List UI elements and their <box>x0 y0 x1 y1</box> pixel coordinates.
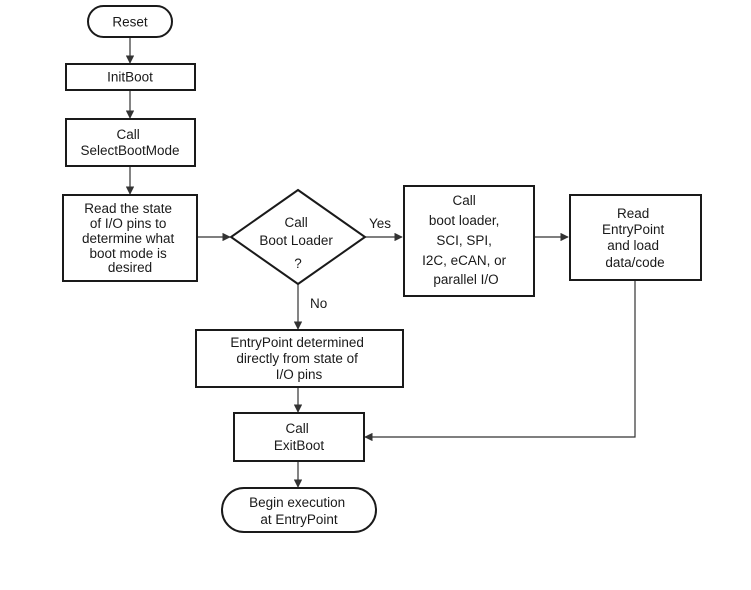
node-begin-execution: Begin execution at EntryPoint <box>221 487 377 533</box>
node-entry-point-direct-shape <box>195 329 404 388</box>
node-read-io-state-label: Read the state of I/O pins to determine … <box>82 201 178 275</box>
node-entry-point-direct: EntryPoint determined directly from stat… <box>195 329 404 388</box>
node-select-boot-mode-shape <box>65 118 196 167</box>
node-call-boot-loader-label: Call boot loader, SCI, SPI, I2C, eCAN, o… <box>422 193 510 287</box>
node-call-boot-loader-shape <box>403 185 535 297</box>
node-reset: Reset <box>87 5 173 38</box>
node-decision: Call Boot Loader ? <box>229 188 367 286</box>
node-entry-point-direct-label: EntryPoint determined directly from stat… <box>230 335 367 382</box>
node-select-boot-mode: Call SelectBootMode <box>65 118 196 167</box>
flow-edges <box>125 37 636 488</box>
node-reset-shape <box>87 5 173 38</box>
node-initboot-shape <box>65 63 196 91</box>
node-decision-shape <box>229 188 367 286</box>
node-read-entry-point-label: Read EntryPoint and load data/code <box>602 206 668 270</box>
node-exit-boot: Call ExitBoot <box>233 412 365 462</box>
node-begin-execution-shape <box>221 487 377 533</box>
node-initboot-label: InitBoot <box>107 70 153 85</box>
node-read-io-state-shape <box>62 194 198 282</box>
node-initboot: InitBoot <box>65 63 196 91</box>
edge-readentrypoint-to-exitboot <box>364 281 636 442</box>
node-exit-boot-label: Call ExitBoot <box>274 421 325 453</box>
edge-label-yes: Yes <box>369 216 391 231</box>
node-begin-execution-label: Begin execution at EntryPoint <box>249 495 349 527</box>
node-decision-label: Call Boot Loader ? <box>259 215 336 271</box>
node-read-entry-point: Read EntryPoint and load data/code <box>569 194 702 281</box>
node-select-boot-mode-label: Call SelectBootMode <box>80 127 179 158</box>
edge-label-no: No <box>310 296 327 311</box>
node-reset-label: Reset <box>112 15 148 30</box>
node-read-io-state: Read the state of I/O pins to determine … <box>62 194 198 282</box>
node-call-boot-loader: Call boot loader, SCI, SPI, I2C, eCAN, o… <box>403 185 535 297</box>
node-read-entry-point-shape <box>569 194 702 281</box>
node-exit-boot-shape <box>233 412 365 462</box>
